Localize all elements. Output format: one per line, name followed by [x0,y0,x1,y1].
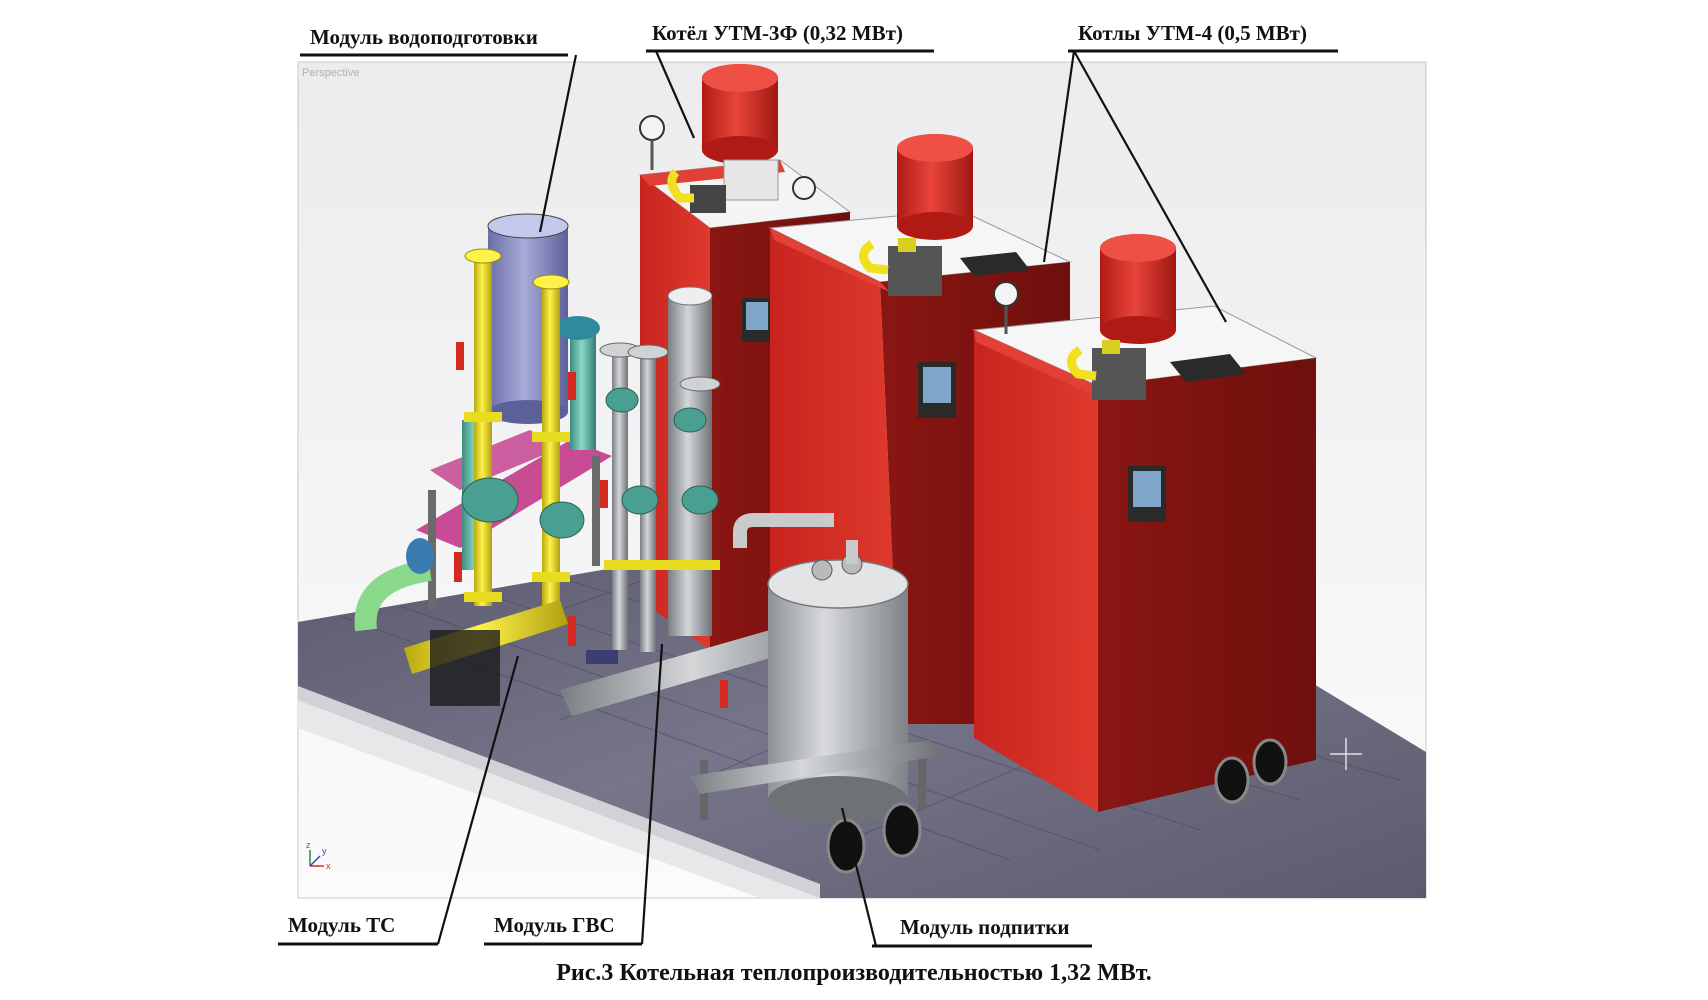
floor-edge [298,686,820,898]
label-module-ts: Модуль ТС [278,655,520,946]
gvs-module [560,286,852,716]
axis-triad: x y z [306,840,331,871]
axis-y-label: y [322,846,327,856]
label-module-makeup: Модуль подпитки [840,807,1092,948]
viewport-label: Perspective [302,67,359,79]
pressure-gauge [993,281,1019,307]
heat-exchanger-column [668,296,712,636]
label-boilers-utm-4: Котлы УТМ-4 (0,5 МВт) [1042,21,1338,323]
axis-x-label: x [326,861,331,871]
label-boiler-utm-3f: Котёл УТМ-3Ф (0,32 МВт) [646,21,934,139]
yellow-riser [542,282,560,606]
leader-line [640,643,664,945]
label-water-treatment: Модуль водоподготовки [300,25,578,233]
svg-text:Модуль ГВС: Модуль ГВС [494,913,615,937]
flue-opening [960,252,1030,276]
flue-port [1214,756,1250,804]
label-module-gvs: Модуль ГВС [484,643,664,946]
svg-text:Модуль подпитки: Модуль подпитки [900,915,1070,939]
leader-line [436,655,520,945]
gas-valve [1092,348,1146,400]
pressure-gauge [639,115,665,141]
figure-caption: Рис.3 Котельная теплопроизводительностью… [556,960,1151,986]
gas-valve [888,246,942,296]
water-treatment-and-ts-module [354,213,612,706]
boiler-utm-4-b [972,234,1318,812]
leader-line [1042,50,1076,263]
svg-text:Котлы УТМ-4 (0,5 МВт): Котлы УТМ-4 (0,5 МВт) [1078,21,1307,45]
leader-line [538,54,578,233]
svg-text:Модуль водоподготовки: Модуль водоподготовки [310,25,538,49]
render-viewport: Perspective [297,61,1427,899]
leader-line [840,807,878,947]
viewport-cross [1330,738,1362,770]
leader-line [654,50,696,139]
axis-z-label: z [306,840,311,850]
svg-text:Модуль ТС: Модуль ТС [288,913,395,937]
makeup-module [690,513,940,874]
leader-line [1073,50,1227,323]
gas-valve [690,185,726,213]
yellow-riser [474,256,492,606]
flue-opening [1170,354,1246,382]
svg-text:Котёл УТМ-3Ф (0,32 МВт): Котёл УТМ-3Ф (0,32 МВт) [652,21,903,45]
flue-port [1252,738,1288,786]
